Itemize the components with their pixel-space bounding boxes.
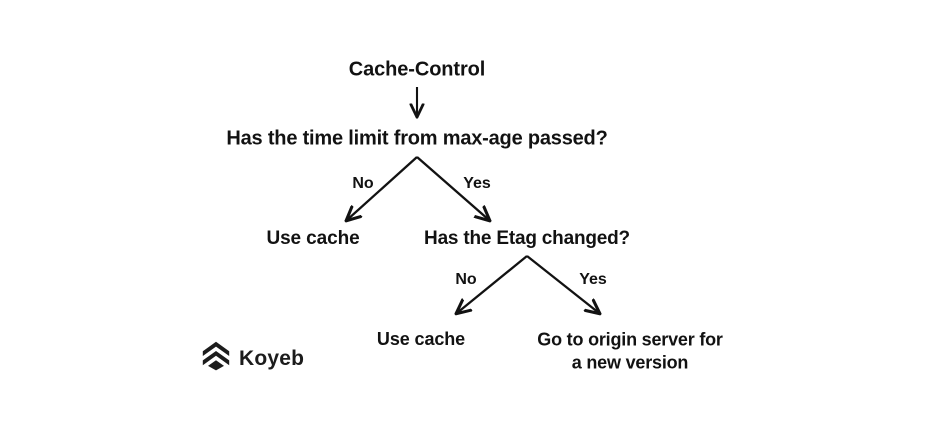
edge-label-max-age-no: No (352, 175, 374, 192)
node-max-age-question: Has the time limit from max-age passed? (226, 127, 608, 150)
koyeb-brand-mark: Koyeb (202, 341, 304, 376)
node-etag-question: Has the Etag changed? (424, 228, 630, 250)
koyeb-chevrons-icon (202, 341, 230, 376)
node-use-cache-first: Use cache (266, 228, 360, 250)
edge-label-etag-no: No (455, 271, 477, 288)
koyeb-wordmark: Koyeb (239, 346, 305, 370)
edge-label-max-age-yes: Yes (463, 175, 491, 192)
node-cache-control: Cache-Control (348, 58, 486, 81)
node-go-to-origin-line-2: a new version (571, 352, 689, 372)
node-use-cache-second: Use cache (376, 328, 466, 349)
edge-label-etag-yes: Yes (579, 271, 607, 288)
node-go-to-origin-server: Go to origin server for a new version (515, 329, 745, 374)
node-go-to-origin-line-1: Go to origin server for (537, 329, 723, 350)
